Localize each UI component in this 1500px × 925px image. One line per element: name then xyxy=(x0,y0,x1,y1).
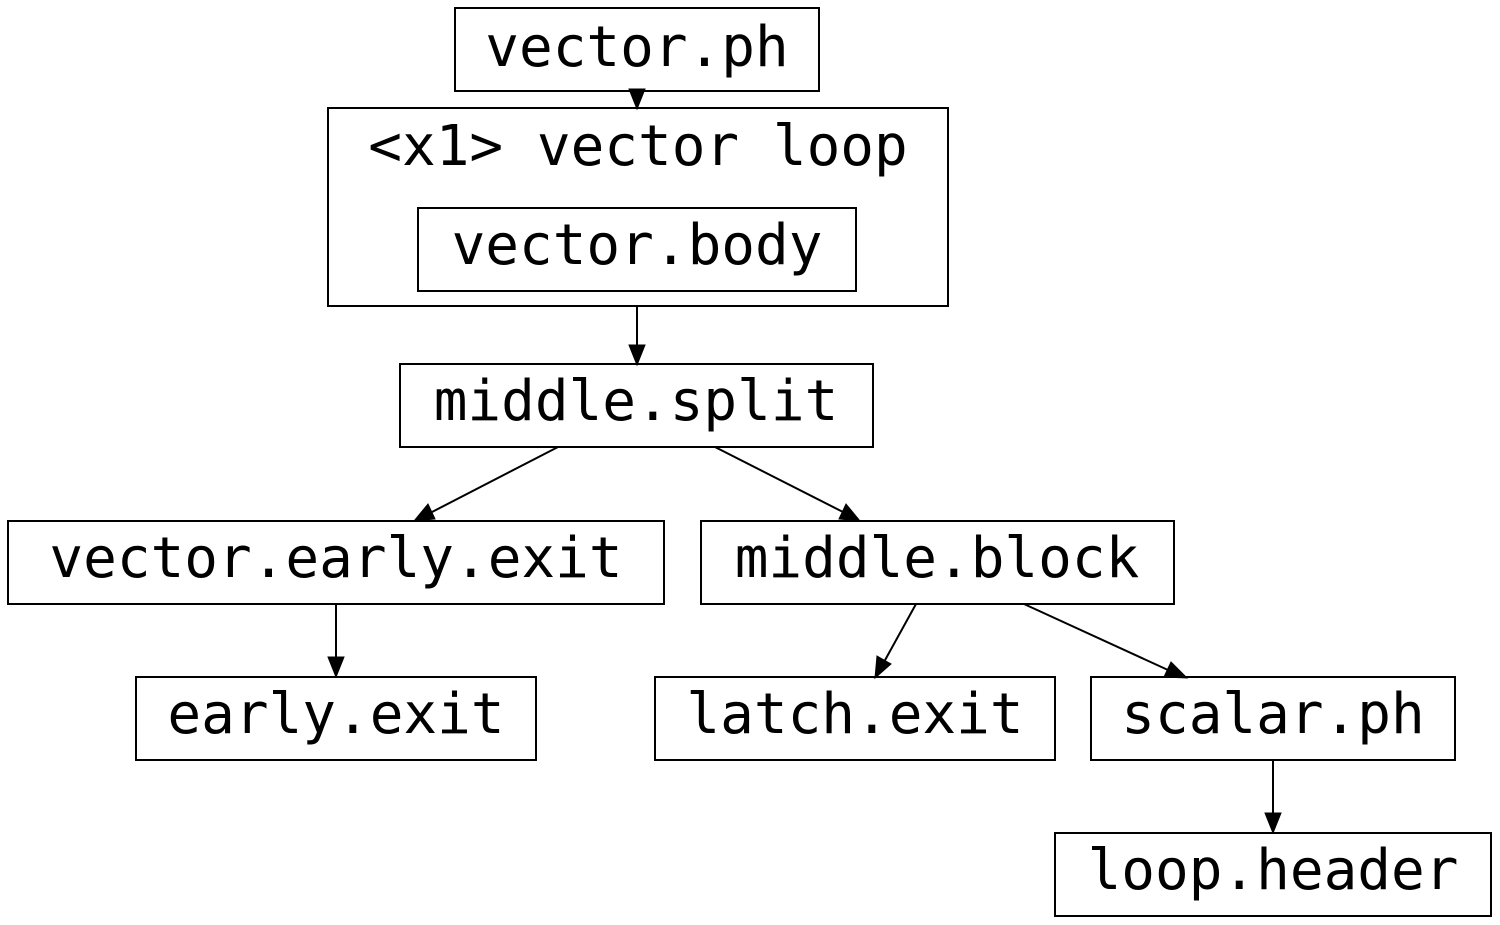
node-loop-header[interactable]: loop.header xyxy=(1054,832,1492,917)
node-scalar-ph[interactable]: scalar.ph xyxy=(1090,676,1456,761)
arrowhead-icon xyxy=(838,503,862,522)
node-middle-split-label: middle.split xyxy=(434,369,839,434)
node-vector-early-exit[interactable]: vector.early.exit xyxy=(7,520,665,605)
node-vector-ph-label: vector.ph xyxy=(485,15,788,80)
vector-loop-cluster-label: <x1> vector loop xyxy=(368,114,907,179)
edge-scalar-ph-to-loop-header xyxy=(1264,760,1282,835)
arrowhead-icon xyxy=(1163,661,1189,679)
edge-middle-block-to-latch-exit xyxy=(874,603,917,680)
node-middle-block-label: middle.block xyxy=(735,526,1140,591)
node-latch-exit[interactable]: latch.exit xyxy=(654,676,1056,761)
arrowhead-icon xyxy=(628,88,646,111)
node-vector-body-label: vector.body xyxy=(452,213,823,278)
node-middle-block[interactable]: middle.block xyxy=(700,520,1175,605)
node-early-exit-label: early.exit xyxy=(167,682,504,747)
edge-middle-split-to-vector-early-exit xyxy=(412,446,559,522)
edge-vector-ph-to-vector-body xyxy=(628,88,646,111)
arrowhead-icon xyxy=(874,655,892,680)
node-vector-ph[interactable]: vector.ph xyxy=(454,7,820,92)
edge-vector-early-exit-to-early-exit xyxy=(327,604,345,679)
arrowhead-icon xyxy=(1264,812,1282,835)
node-loop-header-label: loop.header xyxy=(1088,838,1459,903)
edge-vector-body-to-middle-split xyxy=(628,306,646,367)
node-middle-split[interactable]: middle.split xyxy=(399,363,874,448)
arrowhead-icon xyxy=(628,344,646,367)
arrowhead-icon xyxy=(412,503,436,522)
node-scalar-ph-label: scalar.ph xyxy=(1121,682,1424,747)
arrowhead-icon xyxy=(327,656,345,679)
edge-middle-split-to-middle-block xyxy=(714,446,862,522)
node-early-exit[interactable]: early.exit xyxy=(135,676,537,761)
node-vector-body[interactable]: vector.body xyxy=(417,207,857,292)
node-latch-exit-label: latch.exit xyxy=(686,682,1023,747)
node-vector-early-exit-label: vector.early.exit xyxy=(49,526,622,591)
edge-middle-block-to-scalar-ph xyxy=(1023,603,1189,679)
